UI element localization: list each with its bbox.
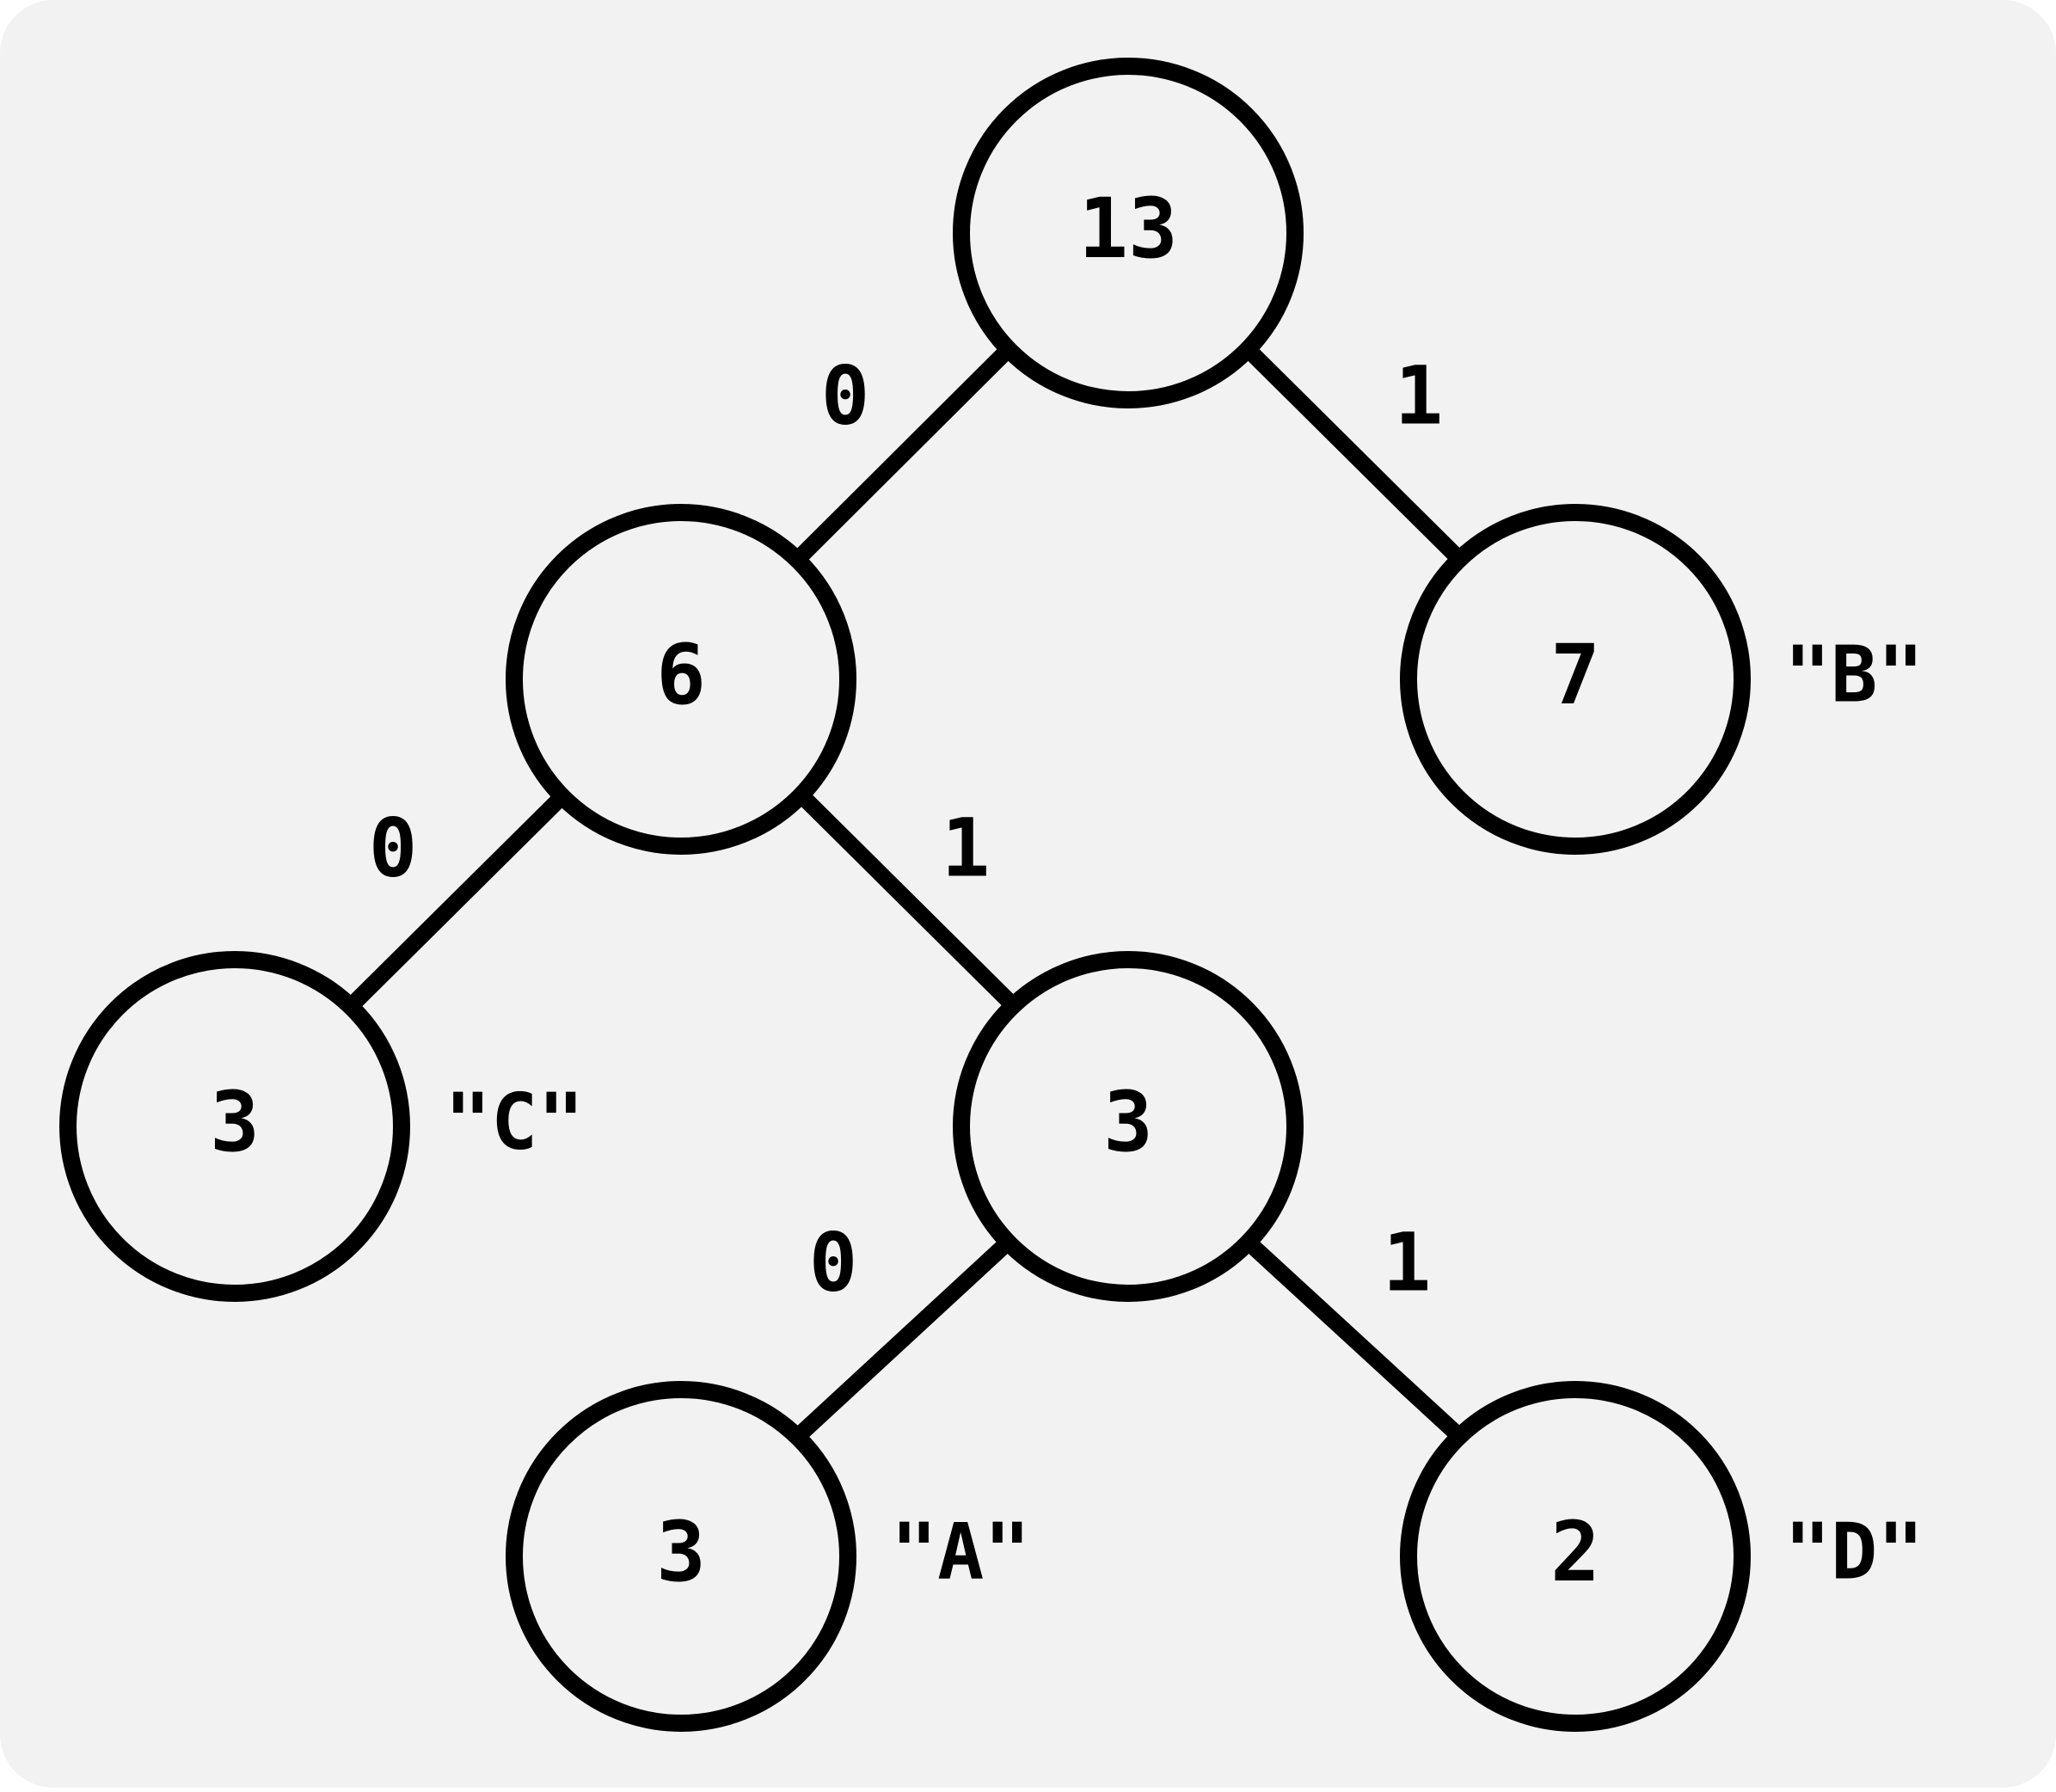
leaf-symbol-c: "C" — [445, 1077, 585, 1168]
tree-edges — [345, 343, 1465, 1445]
node-3c-value: 3 — [210, 1074, 260, 1170]
edge-label-6-3: 1 — [942, 802, 991, 896]
leaf-symbol-d: "D" — [1784, 1507, 1924, 1598]
node-6-circle — [506, 504, 856, 855]
edge-label-3-2: 1 — [1383, 1217, 1432, 1310]
leaf-symbol-b: "B" — [1784, 630, 1924, 721]
edge-label-root-7: 1 — [1395, 350, 1444, 444]
edge-root-to-7 — [1242, 343, 1465, 565]
node-3-value: 3 — [1103, 1074, 1153, 1170]
node-7-value: 7 — [1550, 627, 1600, 723]
node-2-value: 2 — [1550, 1504, 1600, 1600]
node-7-circle — [1400, 504, 1751, 855]
node-6-value: 6 — [656, 627, 706, 723]
node-3-circle — [953, 951, 1304, 1302]
node-3a-value: 3 — [656, 1504, 706, 1600]
node-2-circle — [1400, 1381, 1751, 1732]
tree-nodes — [59, 58, 1751, 1732]
node-3c-circle — [59, 951, 410, 1302]
node-3a-circle — [506, 1381, 856, 1732]
edge-root-to-6 — [789, 343, 1015, 568]
edge-6-to-3 — [795, 789, 1018, 1010]
edge-3-to-3a — [789, 1236, 1015, 1445]
edge-label-3-3a: 0 — [809, 1217, 858, 1310]
edge-3-to-2 — [1242, 1236, 1465, 1442]
node-root-value: 13 — [1078, 181, 1178, 277]
edge-6-to-3c — [345, 789, 569, 1012]
leaf-symbol-a: "A" — [891, 1507, 1031, 1598]
node-root-circle — [953, 58, 1304, 408]
edge-label-6-3c: 0 — [369, 802, 418, 896]
edge-label-root-6: 0 — [821, 350, 870, 444]
